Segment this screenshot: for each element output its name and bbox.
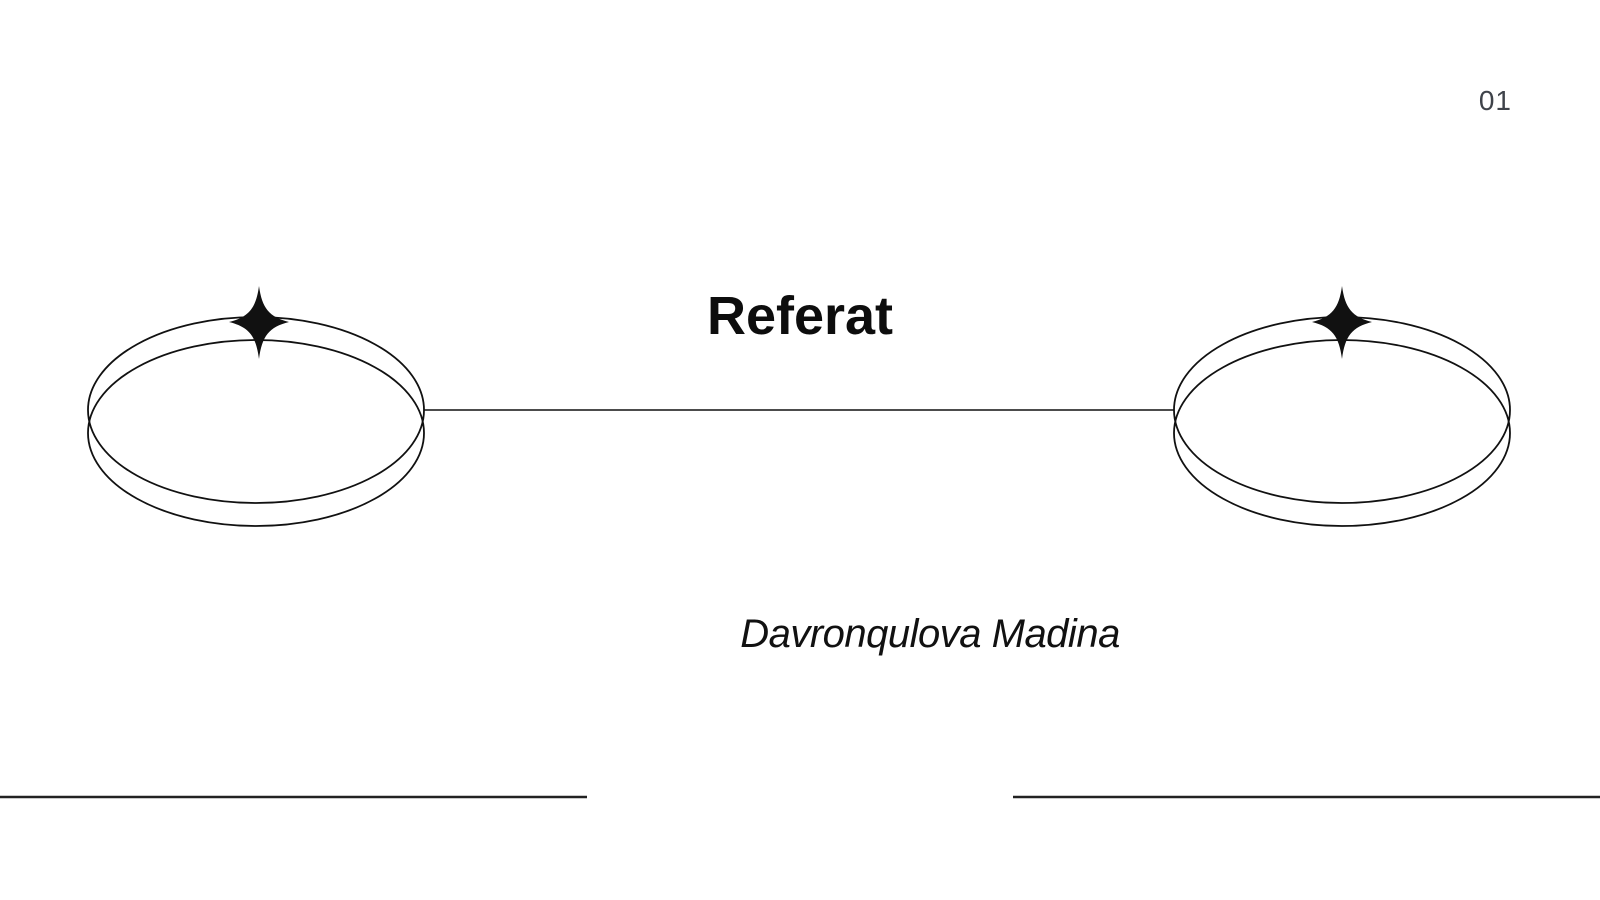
slide-title: Referat <box>706 286 894 346</box>
left-ring-ornament <box>87 286 425 527</box>
page-number: 01 <box>1478 85 1512 116</box>
right-ring-lower-ellipse <box>1173 339 1511 527</box>
right-ring-ornament <box>1173 286 1511 527</box>
left-ring-lower-ellipse <box>87 339 425 527</box>
author-name: Davronqulova Madina <box>740 612 1120 656</box>
sparkle-icon <box>1312 286 1372 359</box>
sparkle-icon <box>229 286 289 359</box>
